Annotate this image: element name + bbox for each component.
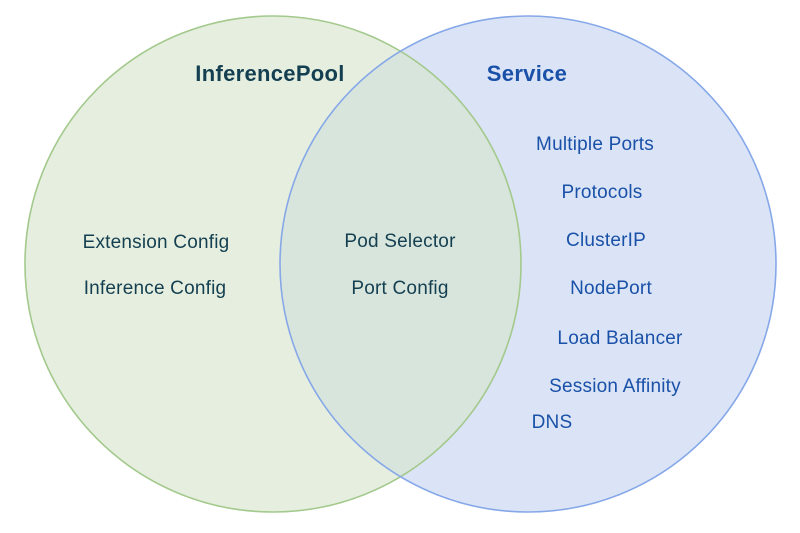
inferencepool-item: Inference Config xyxy=(83,278,227,299)
overlap-region xyxy=(280,16,521,512)
service-item: Multiple Ports xyxy=(536,134,654,155)
service-item: NodePort xyxy=(570,278,652,299)
overlap-item: Port Config xyxy=(351,278,449,299)
inferencepool-circle-outline xyxy=(24,15,522,513)
inferencepool-item: Extension Config xyxy=(82,232,230,253)
overlap-item: Pod Selector xyxy=(344,231,456,252)
service-item: Session Affinity xyxy=(549,376,681,397)
service-item: Load Balancer xyxy=(557,328,683,349)
service-circle-outline xyxy=(279,15,777,513)
service-title: Service xyxy=(486,61,568,86)
inferencepool-title: InferencePool xyxy=(195,61,345,86)
service-item: DNS xyxy=(531,412,573,433)
service-item: Protocols xyxy=(561,182,643,203)
service-item: ClusterIP xyxy=(566,230,646,251)
